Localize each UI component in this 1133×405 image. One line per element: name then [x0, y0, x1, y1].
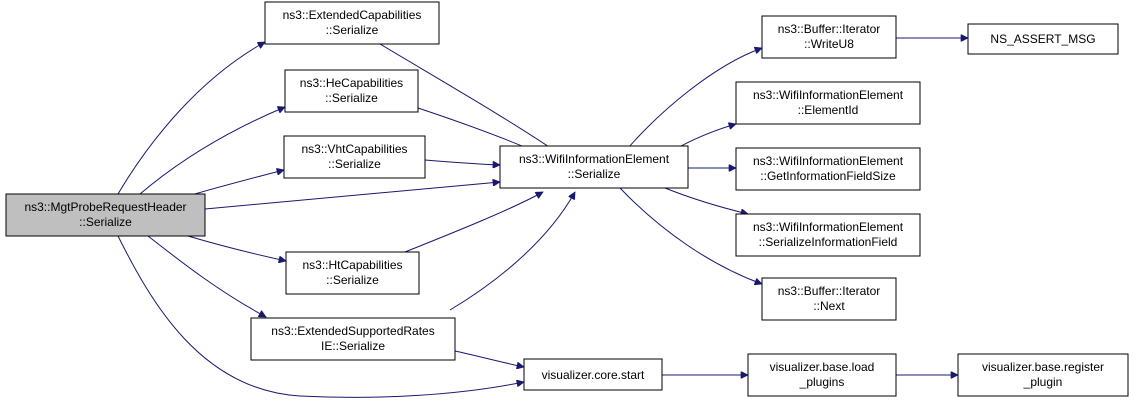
node-label-line1: ns3::Buffer::Iterator [778, 22, 881, 36]
node-label-line2: ::ElementId [798, 103, 859, 117]
edge-wifi-ie-to-ser-field [664, 187, 748, 214]
node-box [283, 135, 426, 179]
node-label-line1: ns3::WifiInformationElement [753, 88, 904, 102]
node-he-capabilities-serialize[interactable]: ns3::HeCapabilities ::Serialize [284, 69, 419, 113]
node-visualizer-core-start[interactable]: visualizer.core.start [523, 358, 663, 391]
node-box [747, 353, 897, 397]
node-box [761, 277, 897, 321]
node-label-line1: visualizer.core.start [542, 368, 645, 382]
edge-mgt-to-he-cap [139, 107, 285, 195]
node-label-line1: visualizer.base.load [770, 360, 875, 374]
node-box [264, 1, 440, 45]
node-label-line1: ns3::ExtendedCapabilities [283, 8, 422, 22]
node-box [735, 81, 921, 125]
node-ns-assert-msg[interactable]: NS_ASSERT_MSG [967, 23, 1119, 55]
node-visualizer-base-load-plugins[interactable]: visualizer.base.load _plugins [747, 353, 897, 397]
node-visualizer-base-register-plugin[interactable]: visualizer.base.register _plugin [957, 353, 1129, 397]
node-label-line2: ::GetInformationFieldSize [760, 169, 896, 183]
node-buffer-iterator-writeu8[interactable]: ns3::Buffer::Iterator ::WriteU8 [761, 15, 897, 59]
node-box [761, 15, 897, 59]
node-label-line2: ::Serialize [328, 157, 381, 171]
node-wifi-ie-serialize-information-field[interactable]: ns3::WifiInformationElement ::SerializeI… [735, 213, 921, 257]
node-mgt-probe-request-header-serialize[interactable]: ns3::MgtProbeRequestHeader ::Serialize [5, 193, 206, 237]
node-label-line1: ns3::WifiInformationElement [519, 152, 670, 166]
node-label-line2: _plugin [1023, 375, 1063, 389]
node-box [957, 353, 1129, 397]
edge-ht-cap-to-wifi-ie [404, 191, 543, 253]
node-label-line1: ns3::WifiInformationElement [753, 220, 904, 234]
node-extended-capabilities-serialize[interactable]: ns3::ExtendedCapabilities ::Serialize [264, 1, 440, 45]
node-label-line1: ns3::HtCapabilities [302, 258, 402, 272]
node-ht-capabilities-serialize[interactable]: ns3::HtCapabilities ::Serialize [285, 251, 420, 295]
node-box [5, 193, 206, 237]
node-box [250, 317, 456, 361]
node-label-line1: ns3::ExtendedSupportedRates [271, 324, 434, 338]
node-label-line1: ns3::HeCapabilities [300, 76, 403, 90]
node-label-line2: IE::Serialize [321, 339, 385, 353]
edge-ext-rates-to-wifi-ie [449, 192, 576, 311]
node-label-line1: NS_ASSERT_MSG [990, 32, 1095, 46]
node-label-line1: ns3::WifiInformationElement [753, 154, 904, 168]
node-label-line2: _plugins [799, 375, 845, 389]
node-wifi-information-element-serialize[interactable]: ns3::WifiInformationElement ::Serialize [499, 145, 689, 189]
node-box [285, 251, 420, 295]
edge-vht-cap-to-wifi-ie [424, 159, 500, 165]
node-box [967, 23, 1119, 55]
node-wifi-ie-element-id[interactable]: ns3::WifiInformationElement ::ElementId [735, 81, 921, 125]
node-label-line1: ns3::Buffer::Iterator [778, 284, 881, 298]
node-buffer-iterator-next[interactable]: ns3::Buffer::Iterator ::Next [761, 277, 897, 321]
edge-mgt-to-wifi-ie [204, 182, 500, 210]
edges [117, 38, 968, 398]
edge-mgt-to-ht-cap [187, 235, 286, 261]
node-label-line1: visualizer.base.register [982, 360, 1104, 374]
node-label-line2: ::WriteU8 [804, 37, 854, 51]
edge-wifi-ie-to-buf-write [621, 48, 762, 156]
edge-ext-rates-to-viz-start [454, 350, 524, 367]
node-extended-supported-rates-ie-serialize[interactable]: ns3::ExtendedSupportedRates IE::Serializ… [250, 317, 456, 361]
node-label-line2: ::Serialize [568, 167, 621, 181]
node-label-line2: ::Next [813, 299, 845, 313]
node-label-line1: ns3::MgtProbeRequestHeader [24, 200, 186, 214]
edge-ext-cap-to-wifi-ie [379, 43, 561, 155]
edge-mgt-to-viz-start [117, 235, 524, 398]
node-label-line2: ::Serialize [326, 23, 379, 37]
node-box [499, 145, 689, 189]
edge-mgt-to-vht-cap [187, 170, 284, 197]
node-label-line2: ::SerializeInformationField [759, 235, 898, 249]
node-box [735, 147, 921, 191]
edge-mgt-to-ext-rates [147, 235, 266, 318]
node-box [735, 213, 921, 257]
node-label-line2: ::Serialize [325, 91, 378, 105]
node-label-line1: ns3::VhtCapabilities [301, 142, 407, 156]
node-label-line2: ::Serialize [326, 273, 379, 287]
edge-wifi-ie-to-buf-next [619, 187, 762, 284]
node-wifi-ie-get-information-field-size[interactable]: ns3::WifiInformationElement ::GetInforma… [735, 147, 921, 191]
node-box [523, 358, 663, 391]
node-label-line2: ::Serialize [79, 215, 132, 229]
edge-mgt-to-ext-cap [117, 41, 265, 195]
node-box [284, 69, 419, 113]
node-vht-capabilities-serialize[interactable]: ns3::VhtCapabilities ::Serialize [283, 135, 426, 179]
